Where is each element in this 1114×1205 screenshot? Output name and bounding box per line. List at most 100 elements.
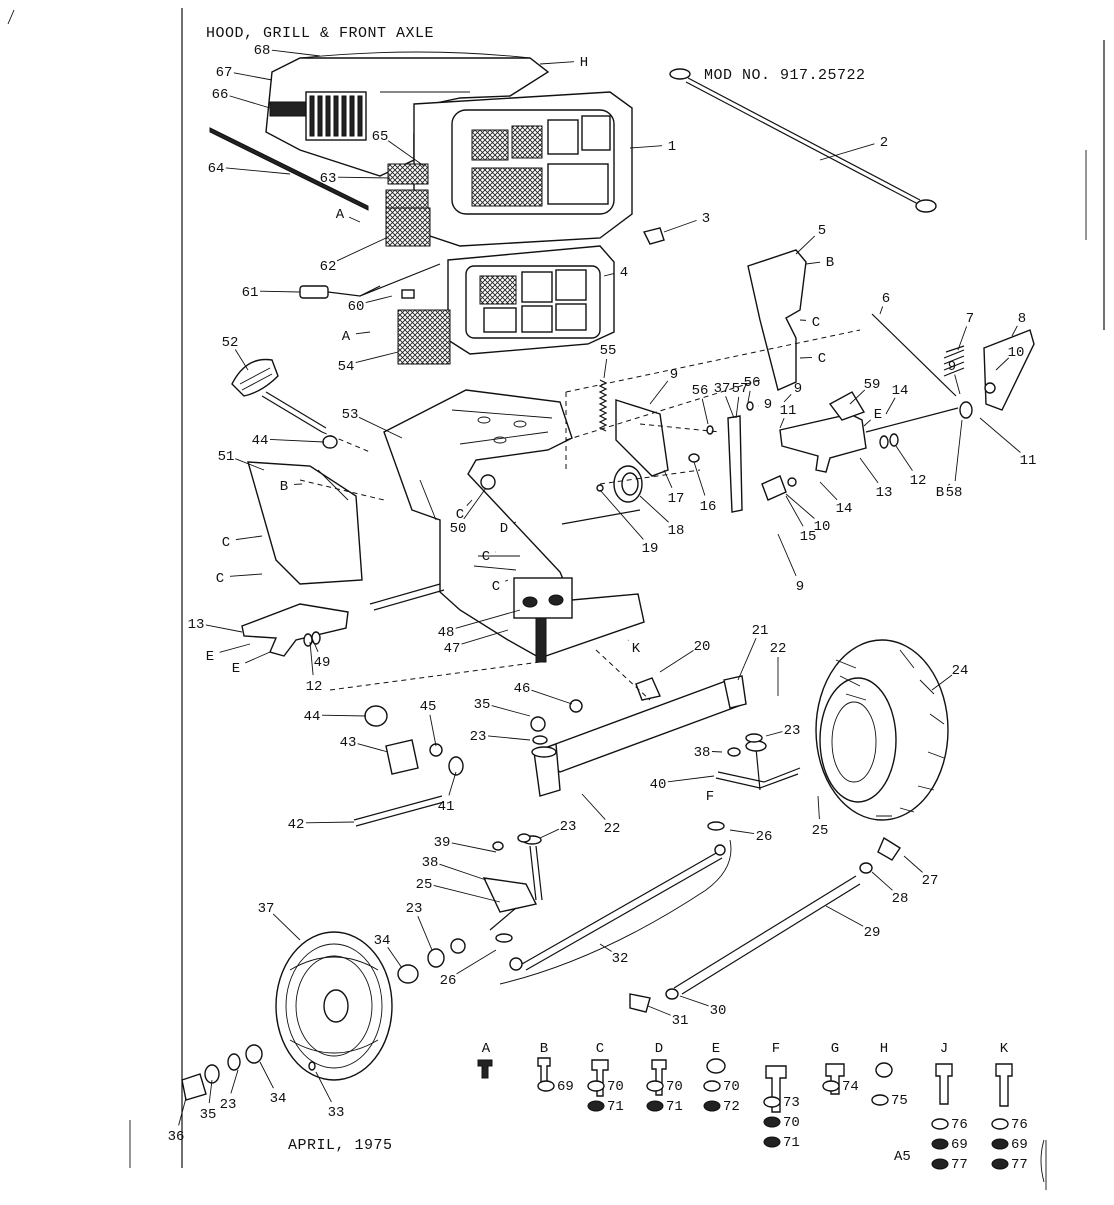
hardware-part-69: 69	[557, 1079, 574, 1095]
part-callout-p37b: 37	[714, 381, 731, 397]
fastener-callout-lB3: B	[936, 485, 944, 501]
part-leader-p9b	[784, 394, 791, 402]
part-callout-p54: 54	[338, 359, 355, 375]
part-callout-p24: 24	[952, 663, 969, 679]
clip-3	[644, 228, 664, 244]
hardware-letter-g: G	[831, 1041, 839, 1057]
part-leader-p26a	[730, 830, 754, 834]
part-leader-p9d	[955, 375, 960, 394]
part-callout-p12b: 12	[306, 679, 323, 695]
part-leader-p58	[955, 420, 962, 481]
part-leader-p55	[604, 359, 607, 378]
hardware-icon-74	[823, 1081, 839, 1091]
hardware-note: A5	[894, 1149, 911, 1165]
part-leader-p23d	[418, 916, 432, 950]
part-callout-p13a: 13	[876, 485, 893, 501]
part-leader-p60	[366, 296, 392, 303]
hardware-letter-f: F	[772, 1041, 780, 1057]
fastener-leader-lA1	[349, 217, 360, 222]
part-callout-p58: 58	[946, 485, 963, 501]
fastener-callout-lB2: B	[280, 479, 288, 495]
part-callout-p45: 45	[420, 699, 437, 715]
part-leader-p38a	[439, 864, 486, 880]
part-leader-p64	[226, 168, 290, 174]
part-leader-p37b	[726, 396, 734, 418]
part-callout-p13b: 13	[188, 617, 205, 633]
hardware-part-70: 70	[666, 1079, 683, 1095]
part-callout-p22a: 22	[770, 641, 787, 657]
steering-hub-52	[232, 360, 326, 433]
part-callout-p68: 68	[254, 43, 271, 59]
part-callout-p41: 41	[438, 799, 455, 815]
part-callout-p67: 67	[216, 65, 233, 81]
fastener-callout-lB1: B	[826, 255, 834, 271]
hardware-icon-77	[932, 1159, 948, 1169]
hardware-letter-d: D	[655, 1041, 663, 1057]
part-leader-p46	[531, 690, 572, 704]
part-callout-p48: 48	[438, 625, 455, 641]
part-leader-p13a	[860, 458, 878, 483]
diagram-title: HOOD, GRILL & FRONT AXLE	[206, 25, 434, 42]
fastener-leader-lC4	[230, 574, 262, 576]
hardware-part-72: 72	[723, 1099, 740, 1115]
fastener-callout-lK: K	[632, 641, 641, 657]
fastener-callout-lC4: C	[216, 571, 224, 587]
part-callout-p64: 64	[208, 161, 225, 177]
front-axle-21	[532, 676, 746, 796]
hardware-icon-71	[588, 1101, 604, 1111]
part-leader-p11a	[780, 418, 784, 428]
hardware-icon-76	[992, 1119, 1008, 1129]
fastener-callout-lA1: A	[336, 207, 345, 223]
part-callout-p22b: 22	[604, 821, 621, 837]
part-leader-p21	[738, 638, 756, 680]
fastener-leader-lC2	[800, 357, 812, 358]
part-leader-p13b	[206, 625, 242, 632]
fastener-leader-lH	[540, 62, 574, 64]
part-leader-p5	[796, 236, 815, 254]
hardware-icon-70	[647, 1081, 663, 1091]
part-leader-p22b	[582, 794, 605, 820]
part-leader-p23b	[488, 736, 530, 740]
part-leader-p17	[664, 470, 672, 488]
part-callout-p26b: 26	[440, 973, 457, 989]
part-leader-p28	[872, 872, 893, 890]
part-leader-p15	[786, 496, 803, 526]
part-callout-p27: 27	[922, 873, 939, 889]
hardware-part-69: 69	[1011, 1137, 1028, 1153]
part-callout-p4: 4	[620, 265, 628, 281]
part-callout-p21: 21	[752, 623, 769, 639]
part-callout-p66: 66	[212, 87, 229, 103]
part-callout-p61: 61	[242, 285, 259, 301]
hardware-icon-72	[704, 1101, 720, 1111]
part-callout-p23a: 23	[784, 723, 801, 739]
fastener-callout-lE2: E	[206, 649, 214, 665]
fastener-callout-lC1: C	[812, 315, 820, 331]
hardware-icon-76	[932, 1119, 948, 1129]
lever-15	[762, 476, 786, 500]
part-callout-p9d: 9	[948, 359, 956, 375]
part-callout-p26a: 26	[756, 829, 773, 845]
lower-grill-4	[398, 246, 614, 364]
fastener-leader-lC3	[236, 536, 262, 540]
part-callout-p8: 8	[1018, 311, 1026, 327]
part-callout-p40: 40	[650, 777, 667, 793]
part-callout-p34b: 34	[270, 1091, 287, 1107]
part-callout-p46: 46	[514, 681, 531, 697]
part-leader-p23a	[766, 732, 782, 736]
part-leader-p61	[260, 291, 300, 292]
part-callout-p25b: 25	[416, 877, 433, 893]
fastener-leader-lB1	[806, 262, 820, 264]
part-callout-p17: 17	[668, 491, 685, 507]
fastener-callout-lC5: C	[456, 507, 464, 523]
grill-assembly	[386, 92, 632, 246]
part-callout-p57: 57	[732, 381, 749, 397]
hardware-part-76: 76	[951, 1117, 968, 1133]
part-callout-p65: 65	[372, 129, 389, 145]
fastener-callout-lA2: A	[342, 329, 351, 345]
hardware-icon-69	[992, 1139, 1008, 1149]
part-callout-p9c: 9	[796, 579, 804, 595]
part-leader-p31	[648, 1006, 671, 1015]
